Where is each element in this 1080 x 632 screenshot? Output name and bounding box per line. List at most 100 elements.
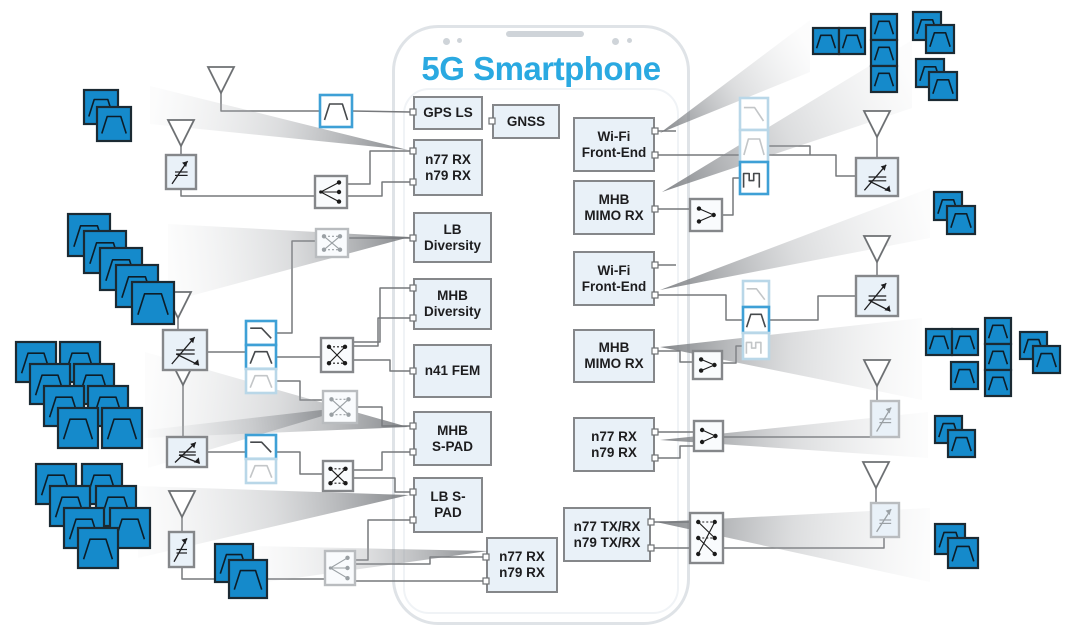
filter-cluster bbox=[82, 88, 133, 143]
bandpass-filter-icon bbox=[244, 343, 278, 371]
bandpass-filter-icon bbox=[227, 558, 269, 600]
antenna-icon bbox=[206, 66, 236, 96]
camera-dot bbox=[612, 38, 619, 45]
bandpass-filter-icon bbox=[914, 57, 946, 89]
bandpass-filter-icon bbox=[924, 327, 954, 357]
bandpass-filter-icon bbox=[114, 263, 160, 309]
callout-wedge bbox=[660, 188, 930, 290]
bandpass-filter-icon bbox=[34, 462, 78, 506]
wire bbox=[723, 537, 885, 549]
bandpass-filter-icon bbox=[1018, 330, 1049, 361]
bandpass-filter-icon bbox=[86, 384, 130, 428]
rf-switch-icon bbox=[692, 419, 725, 453]
bandpass-filter-icon bbox=[66, 212, 112, 258]
callout-wedge bbox=[148, 406, 356, 468]
antenna-tuner-icon bbox=[165, 435, 209, 469]
bandpass-filter-icon bbox=[72, 362, 116, 406]
callout-wedge bbox=[656, 508, 930, 582]
box-mhb-mimo-rx-2: MHB MIMO RX bbox=[573, 329, 655, 383]
bandpass-filter-icon bbox=[949, 360, 980, 391]
filter-cluster bbox=[933, 414, 977, 459]
filter-cluster bbox=[911, 10, 956, 55]
wire bbox=[769, 295, 856, 321]
bandpass-filter-icon bbox=[950, 327, 980, 357]
antenna-icon bbox=[166, 119, 196, 149]
bandstop-filter-icon bbox=[741, 331, 771, 361]
camera-dot bbox=[457, 38, 462, 43]
bandpass-filter-icon bbox=[94, 484, 138, 528]
wire bbox=[220, 93, 320, 112]
bandpass-filter-icon bbox=[42, 384, 86, 428]
box-lb-diversity: LB Diversity bbox=[413, 212, 492, 263]
callout-wedge bbox=[168, 224, 410, 302]
rf-switch-icon bbox=[313, 174, 349, 210]
rf-switch-icon bbox=[323, 549, 357, 587]
box-n77-n79-rx-bottom: n77 RX n79 RX bbox=[486, 537, 558, 593]
filter-cluster bbox=[869, 12, 899, 94]
wire bbox=[181, 567, 215, 580]
bandpass-filter-icon bbox=[82, 229, 128, 275]
callout-wedge bbox=[138, 486, 409, 558]
bandpass-filter-icon bbox=[213, 542, 255, 584]
filter-cluster bbox=[1018, 330, 1062, 375]
filter-cluster bbox=[933, 522, 980, 570]
bandpass-filter-icon bbox=[869, 64, 899, 94]
bandpass-filter-icon bbox=[80, 462, 124, 506]
wire bbox=[768, 145, 811, 155]
camera-dot bbox=[443, 38, 450, 45]
bandpass-filter-icon bbox=[927, 70, 959, 102]
rf-switch-icon bbox=[688, 511, 725, 565]
filter-cluster bbox=[914, 57, 959, 102]
bandpass-filter-icon bbox=[933, 522, 967, 556]
bandpass-filter-icon bbox=[58, 340, 102, 384]
bandpass-filter-icon bbox=[82, 88, 120, 126]
lowpass-filter-icon bbox=[244, 319, 278, 347]
box-n77-n79-rx-right: n77 RX n79 RX bbox=[573, 417, 655, 472]
bandpass-filter-icon bbox=[98, 246, 144, 292]
filter-cluster bbox=[949, 360, 980, 391]
antenna-tuner-icon bbox=[164, 153, 198, 191]
rf-switch-icon bbox=[314, 227, 350, 259]
bandpass-filter-icon bbox=[983, 316, 1013, 346]
bandpass-filter-icon bbox=[924, 23, 956, 55]
wire bbox=[276, 380, 323, 401]
bandpass-filter-icon bbox=[318, 93, 354, 129]
filter-cluster bbox=[213, 542, 269, 600]
antenna-icon bbox=[862, 235, 892, 265]
bandpass-filter-icon bbox=[933, 414, 964, 445]
callout-wedge bbox=[150, 86, 408, 150]
filter-cluster bbox=[14, 340, 144, 450]
bandpass-filter-icon bbox=[95, 105, 133, 143]
bandpass-filter-icon bbox=[983, 342, 1013, 372]
bandpass-filter-icon bbox=[869, 12, 899, 42]
bandpass-filter-icon bbox=[946, 536, 980, 570]
box-wifi-front-end-2: Wi-Fi Front-End bbox=[573, 251, 655, 306]
antenna-icon bbox=[862, 110, 892, 140]
bandpass-filter-icon bbox=[14, 340, 58, 384]
box-n77-n79-txrx: n77 TX/RX n79 TX/RX bbox=[563, 507, 651, 562]
antenna-tuner-icon bbox=[161, 328, 209, 372]
lowpass-filter-icon bbox=[244, 433, 278, 461]
bandpass-filter-icon bbox=[244, 457, 278, 485]
bandpass-filter-icon bbox=[56, 406, 100, 450]
box-n77-n79-rx-left: n77 RX n79 RX bbox=[413, 139, 483, 196]
wire bbox=[276, 240, 316, 334]
bandpass-filter-icon bbox=[130, 280, 176, 326]
antenna-icon bbox=[168, 358, 198, 388]
rf-switch-icon bbox=[319, 336, 355, 374]
antenna-icon bbox=[167, 490, 197, 520]
filter-cluster bbox=[66, 212, 176, 326]
bandpass-filter-icon bbox=[100, 406, 144, 450]
bandpass-filter-icon bbox=[741, 305, 771, 335]
antenna-icon bbox=[861, 461, 891, 491]
box-gnss: GNSS bbox=[492, 104, 560, 139]
wire bbox=[276, 451, 323, 475]
bandpass-filter-icon bbox=[945, 204, 977, 236]
filter-cluster bbox=[811, 26, 867, 56]
bandpass-filter-icon bbox=[932, 190, 964, 222]
bandpass-filter-icon bbox=[738, 128, 770, 164]
antenna-tuner-icon bbox=[167, 530, 196, 569]
filter-cluster bbox=[924, 327, 980, 357]
callout-wedge bbox=[662, 40, 912, 192]
lowpass-filter-icon bbox=[738, 96, 770, 132]
